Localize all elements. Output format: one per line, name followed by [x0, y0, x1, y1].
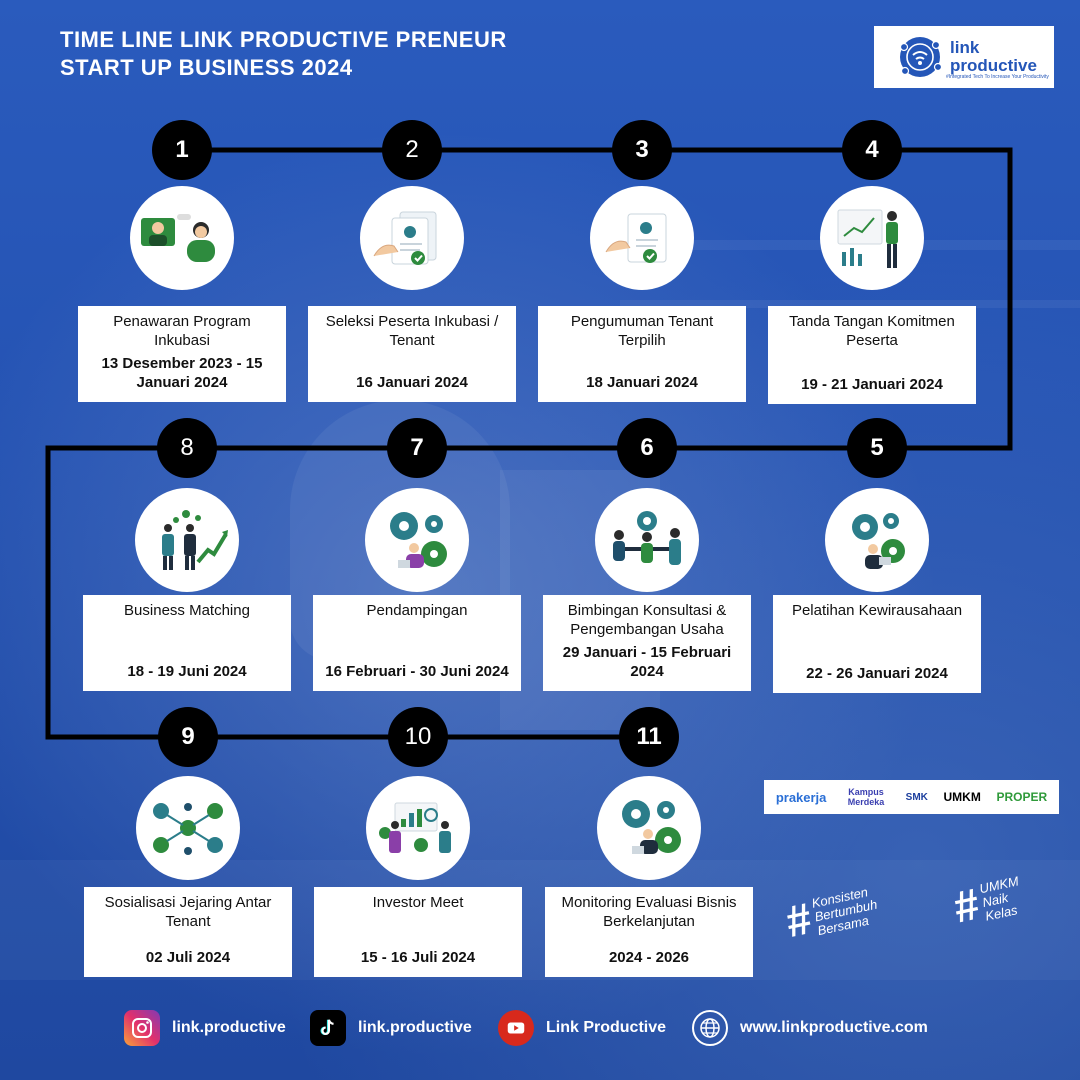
youtube-channel: Link Productive: [546, 1019, 667, 1036]
step-9-number-badge: 9: [158, 707, 218, 767]
partner-prakerja: prakerja: [775, 789, 827, 805]
monitoring-gears-icon: [622, 800, 681, 854]
instagram-handle: link.productive: [172, 1019, 286, 1036]
step-9-date: 02 Juli 2024: [145, 949, 231, 966]
bg-shelf: [620, 300, 1080, 308]
step-9-illustration: [136, 776, 240, 880]
step-3-illustration: [590, 186, 694, 290]
footer-youtube[interactable]: Link Productive: [498, 1010, 666, 1046]
brand-line-1: link: [950, 38, 980, 57]
partner-logos: prakerja Kampus Merdeka SMK UMKM PROPER: [764, 780, 1059, 814]
step-10-card: Investor Meet 15 - 16 Juli 2024: [314, 887, 522, 977]
online-meeting-icon: [141, 214, 215, 262]
step-3-card: Pengumuman Tenant Terpilih 18 Januari 202…: [538, 306, 746, 402]
step-4-card: Tanda Tangan Komitmen Peserta 19 - 21 Jan…: [768, 306, 976, 404]
step-3-number-badge: 3: [612, 120, 672, 180]
footer-tiktok[interactable]: link.productive: [310, 1010, 472, 1046]
step-5-card: Pelatihan Kewirausahaan 22 - 26 Januari 2…: [773, 595, 981, 693]
partner-smk: SMK: [905, 791, 928, 803]
title-line-1: TIME LINE LINK PRODUCTIVE PRENEUR: [60, 27, 507, 52]
brand-tagline: #Integrated Tech To Increase Your Produc…: [946, 74, 1049, 80]
brand-logo: link productive #Integrated Tech To Incr…: [874, 26, 1054, 88]
step-3-title: Pengumuman Tenant Terpilih: [570, 313, 714, 349]
step-11-number-badge: 11: [619, 707, 679, 767]
partner-umkm: UMKM: [943, 790, 981, 804]
step-7-date: 16 Februari - 30 Juni 2024: [325, 663, 509, 680]
step-5-number-badge: 5: [847, 418, 907, 478]
step-8-number-badge: 8: [157, 418, 217, 478]
step-2-title: Seleksi Peserta Inkubasi / Tenant: [325, 313, 499, 349]
step-6-card: Bimbingan Konsultasi & Pengembangan Usah…: [543, 595, 751, 691]
footer-website[interactable]: www.linkproductive.com: [692, 1010, 928, 1046]
step-8-card: Business Matching 18 - 19 Juni 2024: [83, 595, 291, 691]
step-5-title: Pelatihan Kewirausahaan: [791, 602, 963, 619]
presentation-icon: [837, 209, 898, 268]
step-1-date: 13 Desember 2023 - 15 Januari 2024: [101, 355, 263, 391]
step-10-illustration: [366, 776, 470, 880]
step-4-number-badge: 4: [842, 120, 902, 180]
step-9-card: Sosialisasi Jejaring Antar Tenant 02 Juli…: [84, 887, 292, 977]
step-3-date: 18 Januari 2024: [586, 374, 698, 391]
step-11-card: Monitoring Evaluasi Bisnis Berkelanjutan…: [545, 887, 753, 977]
step-10-title: Investor Meet: [372, 894, 464, 911]
step-7-card: Pendampingan 16 Februari - 30 Juni 2024: [313, 595, 521, 691]
globe-icon: [692, 1010, 728, 1046]
brand-name: link productive: [950, 39, 1037, 75]
step-1-title: Penawaran Program Inkubasi: [113, 313, 251, 349]
partner-kampus-merdeka: Kampus Merdeka: [847, 787, 885, 807]
step-4-title: Tanda Tangan Komitmen Peserta: [789, 313, 955, 349]
step-11-illustration: [597, 776, 701, 880]
step-11-date: 2024 - 2026: [608, 949, 690, 966]
step-1-number-badge: 1: [152, 120, 212, 180]
step-7-number-badge: 7: [387, 418, 447, 478]
step-4-illustration: [820, 186, 924, 290]
brand-line-2: productive: [950, 56, 1037, 75]
step-6-title: Bimbingan Konsultasi & Pengembangan Usah…: [567, 602, 727, 638]
step-6-date: 29 Januari - 15 Februari 2024: [562, 644, 732, 680]
step-11-title: Monitoring Evaluasi Bisnis Berkelanjutan: [561, 894, 737, 930]
investor-analytics-icon: [379, 802, 451, 853]
step-4-date: 19 - 21 Januari 2024: [801, 376, 943, 393]
footer-instagram[interactable]: link.productive: [124, 1010, 286, 1046]
step-8-title: Business Matching: [124, 602, 250, 619]
step-2-card: Seleksi Peserta Inkubasi / Tenant 16 Janu…: [308, 306, 516, 402]
tiktok-icon: [310, 1010, 346, 1046]
step-7-illustration: [365, 488, 469, 592]
step-1-illustration: [130, 186, 234, 290]
handshake-growth-icon: [162, 510, 228, 570]
page-title: TIME LINE LINK PRODUCTIVE PRENEUR START …: [60, 26, 620, 82]
step-8-date: 18 - 19 Juni 2024: [127, 663, 247, 680]
step-2-number-badge: 2: [382, 120, 442, 180]
consultation-icon: [613, 511, 681, 565]
step-5-illustration: [825, 488, 929, 592]
step-10-number-badge: 10: [388, 707, 448, 767]
step-2-illustration: [360, 186, 464, 290]
step-7-title: Pendampingan: [366, 602, 468, 619]
step-9-title: Sosialisasi Jejaring Antar Tenant: [104, 894, 272, 930]
instagram-icon: [124, 1010, 160, 1046]
tiktok-handle: link.productive: [358, 1019, 472, 1036]
partner-proper: PROPER: [996, 790, 1048, 804]
website-url: www.linkproductive.com: [740, 1019, 928, 1036]
gears-person-icon: [852, 513, 905, 569]
approved-document-icon: [605, 213, 667, 263]
network-people-icon: [153, 803, 223, 855]
gears-team-icon: [390, 512, 447, 568]
document-selection-icon: [373, 211, 437, 265]
step-6-illustration: [595, 488, 699, 592]
step-5-date: 22 - 26 Januari 2024: [806, 665, 948, 682]
step-2-date: 16 Januari 2024: [356, 374, 468, 391]
title-line-2: START UP BUSINESS 2024: [60, 55, 353, 80]
step-10-date: 15 - 16 Juli 2024: [360, 949, 476, 966]
step-1-card: Penawaran Program Inkubasi 13 Desember 20…: [78, 306, 286, 402]
youtube-icon: [498, 1010, 534, 1046]
step-8-illustration: [135, 488, 239, 592]
step-6-number-badge: 6: [617, 418, 677, 478]
network-globe-icon: [899, 37, 943, 77]
